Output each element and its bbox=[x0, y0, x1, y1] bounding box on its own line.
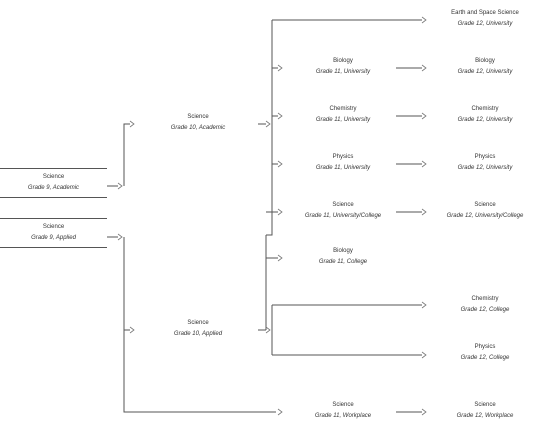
course-name: Science bbox=[187, 320, 209, 326]
arrow-icon bbox=[421, 64, 427, 72]
course-name: Science bbox=[474, 402, 496, 408]
course-grade: Grade 10, Academic bbox=[170, 125, 226, 131]
course-node[interactable]: Physics Grade 12, University bbox=[420, 152, 540, 174]
course-grade: Grade 12, University bbox=[457, 69, 513, 75]
arrow-icon bbox=[129, 326, 135, 334]
course-grade: Grade 9, Applied bbox=[31, 235, 76, 241]
course-node[interactable]: Science Grade 10, Applied bbox=[133, 318, 263, 340]
arrow-icon bbox=[117, 233, 123, 241]
course-grade: Grade 12, College bbox=[460, 355, 510, 361]
course-name: Physics bbox=[474, 154, 496, 160]
course-grade: Grade 12, University bbox=[457, 117, 513, 123]
arrow-icon bbox=[421, 351, 427, 359]
course-node[interactable]: Physics Grade 12, College bbox=[420, 342, 540, 364]
arrow-icon bbox=[277, 408, 283, 416]
course-grade: Grade 12, University bbox=[457, 165, 513, 171]
arrow-icon bbox=[265, 120, 271, 128]
arrow-icon bbox=[277, 160, 283, 168]
course-grade: Grade 12, Workplace bbox=[456, 413, 514, 419]
course-node[interactable]: Chemistry Grade 12, University bbox=[420, 104, 540, 126]
course-name: Science bbox=[42, 174, 65, 180]
connector bbox=[123, 123, 130, 186]
course-node-root[interactable]: Science Grade 9, Applied bbox=[0, 218, 107, 248]
course-name: Biology bbox=[333, 248, 353, 254]
arrow-icon bbox=[421, 112, 427, 120]
arrow-heads bbox=[117, 16, 427, 416]
course-name: Earth and Space Science bbox=[451, 10, 519, 16]
course-grade: Grade 12, University bbox=[457, 21, 513, 27]
course-node-root[interactable]: Science Grade 9, Academic bbox=[0, 168, 107, 198]
course-grade: Grade 12, University/College bbox=[446, 213, 524, 219]
course-name: Chemistry bbox=[471, 296, 499, 302]
arrow-icon bbox=[117, 182, 123, 190]
arrow-icon bbox=[277, 112, 283, 120]
course-node[interactable]: Chemistry Grade 12, College bbox=[420, 294, 540, 316]
course-grade: Grade 11, Workplace bbox=[314, 413, 372, 419]
course-grade: Grade 11, University bbox=[315, 165, 371, 171]
course-name: Science bbox=[187, 114, 209, 120]
course-grade: Grade 11, University/College bbox=[304, 213, 382, 219]
arrow-icon bbox=[421, 408, 427, 416]
course-grade: Grade 12, College bbox=[460, 307, 510, 313]
course-name: Physics bbox=[332, 154, 354, 160]
course-node[interactable]: Science Grade 12, Workplace bbox=[420, 400, 540, 422]
course-name: Physics bbox=[474, 344, 496, 350]
course-grade: Grade 11, University bbox=[315, 69, 371, 75]
course-name: Science bbox=[42, 224, 65, 230]
arrow-icon bbox=[265, 326, 271, 334]
course-node[interactable]: Biology Grade 11, College bbox=[278, 246, 408, 268]
arrow-icon bbox=[421, 160, 427, 168]
course-grade: Grade 10, Applied bbox=[173, 331, 223, 337]
course-name: Science bbox=[332, 202, 354, 208]
course-name: Science bbox=[332, 402, 354, 408]
course-node[interactable]: Chemistry Grade 11, University bbox=[278, 104, 408, 126]
course-name: Chemistry bbox=[329, 106, 357, 112]
course-name: Chemistry bbox=[471, 106, 499, 112]
course-name: Biology bbox=[475, 58, 495, 64]
course-name: Biology bbox=[333, 58, 353, 64]
course-node[interactable]: Physics Grade 11, University bbox=[278, 152, 408, 174]
course-node[interactable]: Science Grade 12, University/College bbox=[405, 200, 540, 222]
arrow-icon bbox=[129, 120, 135, 128]
connector bbox=[266, 124, 273, 236]
arrow-icon bbox=[421, 208, 427, 216]
connector bbox=[123, 237, 130, 331]
arrow-icon bbox=[277, 208, 283, 216]
course-grade: Grade 9, Academic bbox=[27, 185, 80, 191]
course-grade: Grade 11, University bbox=[315, 117, 371, 123]
course-node[interactable]: Biology Grade 12, University bbox=[420, 56, 540, 78]
arrow-icon bbox=[277, 64, 283, 72]
course-grade: Grade 11, College bbox=[318, 259, 368, 265]
arrow-icon bbox=[421, 301, 427, 309]
course-node[interactable]: Earth and Space Science Grade 12, Univer… bbox=[420, 8, 540, 30]
arrow-icon bbox=[421, 16, 427, 24]
course-node[interactable]: Science Grade 10, Academic bbox=[133, 112, 263, 134]
arrow-icon bbox=[277, 254, 283, 262]
course-node[interactable]: Biology Grade 11, University bbox=[278, 56, 408, 78]
course-node[interactable]: Science Grade 11, Workplace bbox=[278, 400, 408, 422]
connector bbox=[123, 330, 276, 413]
course-name: Science bbox=[474, 202, 496, 208]
course-node[interactable]: Science Grade 11, University/College bbox=[278, 200, 408, 222]
